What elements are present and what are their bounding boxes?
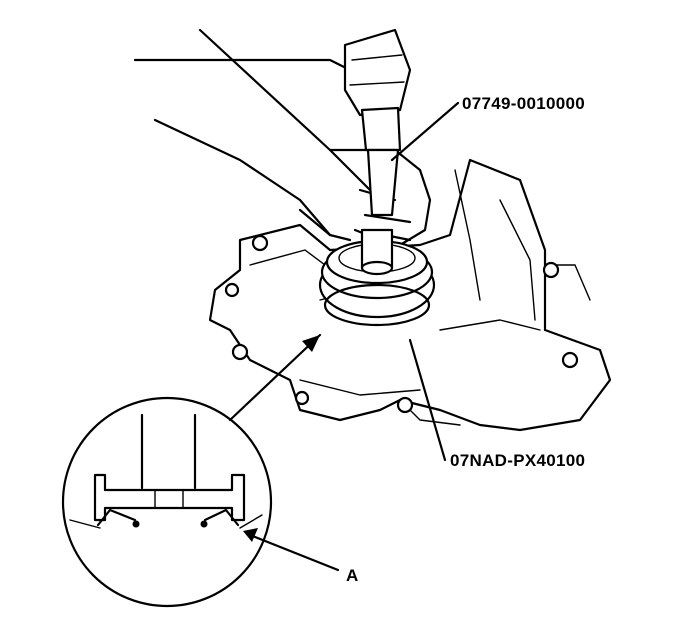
leader-lines: [248, 101, 460, 572]
leader-a-arrowhead: [243, 528, 258, 542]
callout-tool-handle: 07749-0010000: [462, 94, 586, 113]
callout-tool-driver: 07NAD-PX40100: [450, 451, 586, 470]
bolt-bosses: [224, 234, 579, 414]
detail-circle: [61, 396, 273, 608]
arm-hand: [133, 28, 432, 247]
installer-tool: [318, 228, 436, 327]
callout-detail-a: A: [346, 566, 359, 585]
hammer: [343, 28, 412, 217]
detail-arrow: [228, 333, 322, 422]
